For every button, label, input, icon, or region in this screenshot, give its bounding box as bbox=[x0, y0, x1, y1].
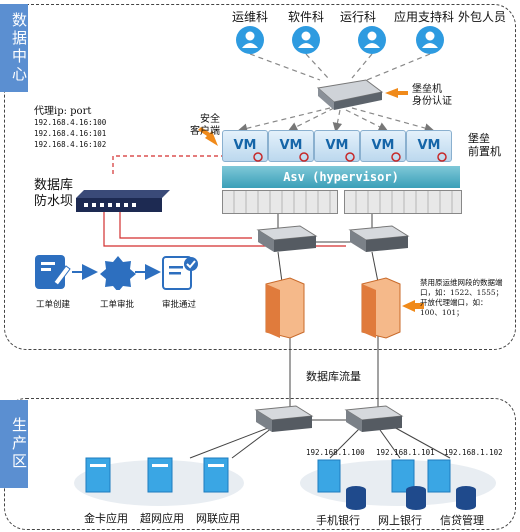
prod-app-label: 超网应用 bbox=[140, 512, 184, 525]
db-ip: 192.168.1.101 bbox=[376, 448, 435, 457]
bastion-front-label: 堡垒 前置机 bbox=[468, 132, 501, 158]
firewall-icon bbox=[265, 277, 401, 339]
proxy-title: 代理ip: port bbox=[34, 106, 92, 117]
server-rack-left bbox=[222, 190, 338, 214]
db-ip: 192.168.1.102 bbox=[444, 448, 503, 457]
db-firewall-label: 数据库 防水坝 bbox=[34, 178, 74, 209]
security-client-label: 安全 客户端 bbox=[190, 114, 220, 137]
hypervisor-bar: Asv (hypervisor) bbox=[222, 166, 460, 188]
vm-lock-icons bbox=[253, 152, 447, 162]
db-name: 手机银行 bbox=[316, 514, 360, 527]
vm-box: VM bbox=[268, 130, 314, 162]
db-name: 信贷管理 bbox=[440, 514, 484, 527]
proxy-port-1: 192.168.4.16:100 bbox=[34, 118, 107, 127]
server-rack-right bbox=[344, 190, 462, 214]
bastion-server-icon bbox=[316, 79, 384, 110]
workflow-step-create: 工单创建 bbox=[36, 300, 71, 310]
proxy-port-3: 192.168.4.16:102 bbox=[34, 140, 107, 149]
switch-icon bbox=[254, 225, 410, 432]
prod-app-label: 网联应用 bbox=[196, 512, 240, 525]
database-icon bbox=[346, 486, 476, 510]
workflow-approve-icon bbox=[100, 256, 136, 290]
vm-box: VM bbox=[314, 130, 360, 162]
workflow-create-icon bbox=[35, 255, 71, 289]
datacenter-label: 数据中心 bbox=[0, 4, 28, 92]
db-name: 网上银行 bbox=[378, 514, 422, 527]
policy-note: 禁用原运维网段的数据端 口，如：1522、1555； 开放代理端口，如： 100… bbox=[420, 278, 504, 317]
vm-box: VM bbox=[360, 130, 406, 162]
workflow-done-icon bbox=[162, 256, 198, 290]
db-firewall-icon bbox=[76, 190, 170, 212]
db-traffic-label: 数据库流量 bbox=[306, 370, 361, 383]
db-ip: 192.168.1.100 bbox=[306, 448, 365, 457]
datacenter-zone bbox=[4, 4, 516, 350]
bastion-auth-label: 堡垒机 身份认证 bbox=[412, 84, 452, 107]
user-icons bbox=[236, 26, 444, 54]
user-label-operation: 运行科 bbox=[340, 10, 377, 24]
vm-box: VM bbox=[406, 130, 452, 162]
workflow-step-approve: 工单审批 bbox=[100, 300, 135, 310]
user-label-ops: 运维科 bbox=[232, 10, 269, 24]
user-label-support: 应用支持科 bbox=[394, 10, 455, 24]
user-label-outsource: 外包人员 bbox=[458, 10, 507, 24]
workflow-step-done: 审批通过 bbox=[162, 300, 197, 310]
prod-app-label: 金卡应用 bbox=[84, 512, 128, 525]
user-label-software: 软件科 bbox=[288, 10, 325, 24]
proxy-port-2: 192.168.4.16:101 bbox=[34, 129, 107, 138]
app-server-icon bbox=[85, 457, 451, 493]
vm-box: VM bbox=[222, 130, 268, 162]
production-label: 生产区 bbox=[0, 400, 28, 488]
